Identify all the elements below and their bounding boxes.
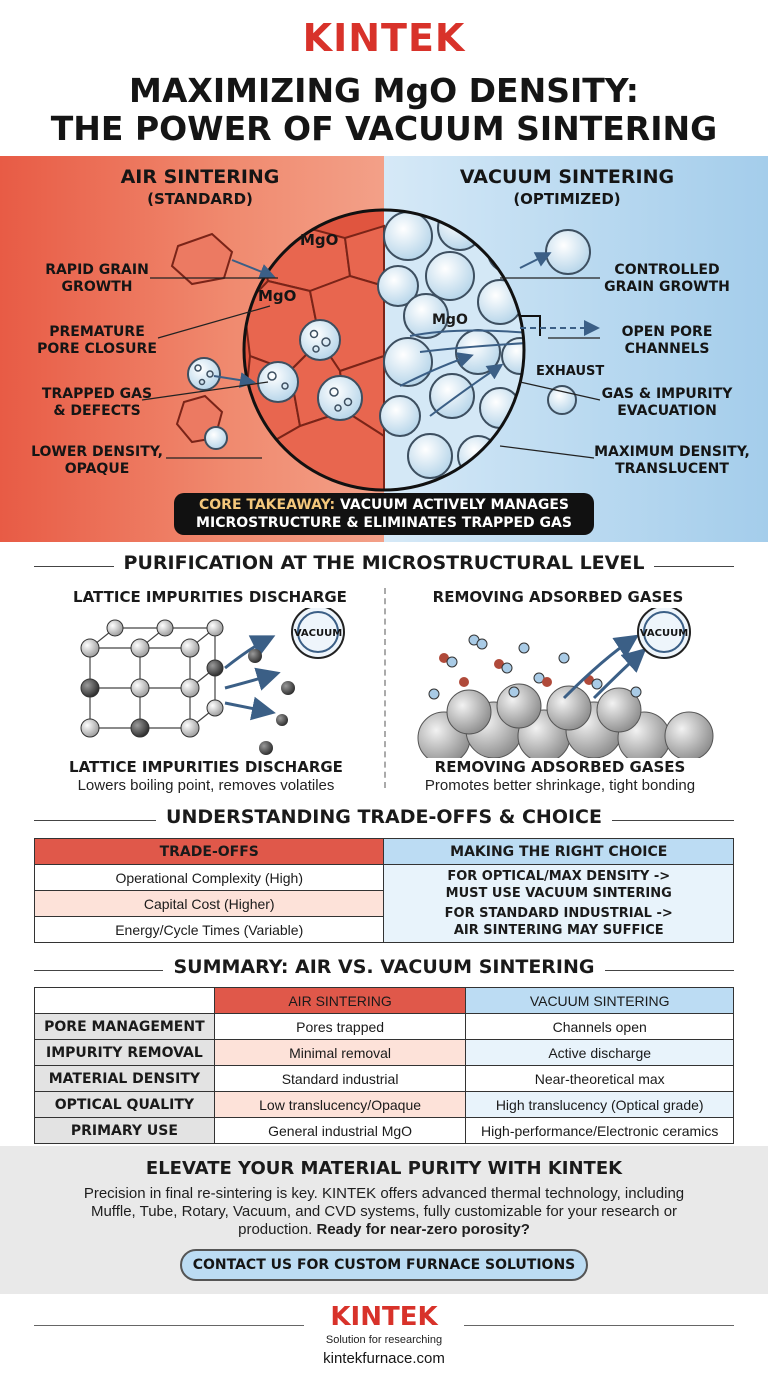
vacuum-cell: High translucency (Optical grade)	[465, 1091, 734, 1118]
tradeoffs-table: TRADE-OFFS MAKING THE RIGHT CHOICE Opera…	[33, 838, 734, 943]
core-takeaway-banner: CORE TAKEAWAY: VACUUM ACTIVELY MANAGES M…	[174, 493, 594, 535]
lattice-caption-title: LATTICE IMPURITIES DISCHARGE	[69, 758, 343, 776]
vacuum-cell: Near-theoretical max	[465, 1065, 734, 1092]
vacuum-cell: Active discharge	[465, 1039, 734, 1066]
summary-col-vacuum: VACUUM SINTERING	[465, 987, 734, 1014]
tradeoffs-header: TRADE-OFFS	[33, 838, 385, 865]
table-row: IMPURITY REMOVAL Minimal removal Active …	[34, 1039, 734, 1066]
vacuum-chamber-icon-left	[291, 608, 345, 659]
left-mgo-grain-label-1: MgO	[300, 231, 339, 249]
table-row: PORE MANAGEMENT Pores trapped Channels o…	[34, 1013, 734, 1040]
outside-pore-2	[204, 426, 228, 450]
footer-divider-right	[464, 1325, 734, 1326]
choice-guidance: FOR OPTICAL/MAX DENSITY -> MUST USE VACU…	[383, 864, 734, 943]
row-label: MATERIAL DENSITY	[34, 1065, 215, 1092]
vacuum-icon-label-left: VACUUM	[293, 628, 343, 639]
footer-divider-left	[34, 1325, 304, 1326]
label-trapped-gas-defects: TRAPPED GAS& DEFECTS	[41, 386, 153, 419]
lattice-caption: Lowers boiling point, removes volatiles	[77, 777, 335, 794]
lattice-impurities-title: LATTICE IMPURITIES DISCHARGE	[73, 588, 347, 606]
microstructure-illustration: MgO	[141, 208, 601, 492]
title-line-2: THE POWER OF VACUUM SINTERING	[50, 109, 718, 148]
section-divider	[384, 588, 386, 788]
left-mgo-grain-label-2: MgO	[258, 287, 297, 305]
brand-logo-top: KINTEK	[302, 16, 466, 60]
cta-body: Precision in final re-sintering is key. …	[83, 1185, 685, 1238]
table-row: MATERIAL DENSITY Standard industrial Nea…	[34, 1065, 734, 1092]
vacuum-chamber-icon-right	[637, 608, 691, 659]
adsorbed-caption: Promotes better shrinkage, tight bonding	[424, 777, 696, 794]
adsorbed-gases-illustration	[417, 608, 714, 758]
tradeoffs-section-header: UNDERSTANDING TRADE-OFFS & CHOICE	[0, 806, 768, 836]
contact-us-button[interactable]: CONTACT US FOR CUSTOM FURNACE SOLUTIONS	[180, 1249, 588, 1281]
lattice-illustration	[80, 608, 345, 755]
vacuum-sintering-title: VACUUM SINTERING (OPTIMIZED)	[459, 166, 675, 208]
right-choice-header: MAKING THE RIGHT CHOICE	[383, 838, 734, 865]
tradeoff-row-2: Capital Cost (Higher)	[33, 890, 385, 917]
vacuum-cell: High-performance/Electronic ceramics	[465, 1117, 734, 1144]
air-cell: General industrial MgO	[213, 1117, 467, 1144]
title-line-1: MAXIMIZING MgO DENSITY:	[129, 71, 639, 110]
trapped-pores	[257, 319, 363, 421]
footer-tagline: Solution for researching	[325, 1334, 443, 1346]
air-cell: Pores trapped	[213, 1013, 467, 1040]
footer-brand-logo: KINTEK	[330, 1302, 438, 1332]
table-row: OPTICAL QUALITY Low translucency/Opaque …	[34, 1091, 734, 1118]
page-title: MAXIMIZING MgO DENSITY: THE POWER OF VAC…	[0, 72, 768, 148]
table-row: PRIMARY USE General industrial MgO High-…	[34, 1117, 734, 1144]
vacuum-icon-label-right: VACUUM	[639, 628, 689, 639]
air-cell: Low translucency/Opaque	[213, 1091, 467, 1118]
air-cell: Standard industrial	[213, 1065, 467, 1092]
adsorbed-gases-title: REMOVING ADSORBED GASES	[432, 588, 684, 606]
row-label: OPTICAL QUALITY	[34, 1091, 215, 1118]
cta-title: ELEVATE YOUR MATERIAL PURITY WITH KINTEK	[145, 1158, 623, 1179]
sintering-comparison-hero: MgO	[0, 156, 768, 542]
row-label: PORE MANAGEMENT	[34, 1013, 215, 1040]
tradeoff-row-1: Operational Complexity (High)	[33, 864, 385, 891]
footer-website-link[interactable]: kintekfurnace.com	[323, 1350, 445, 1367]
outside-grain-2	[170, 232, 234, 286]
air-cell: Minimal removal	[213, 1039, 467, 1066]
outside-bubble-1	[545, 229, 591, 275]
outside-bubble-2	[547, 385, 577, 415]
row-label: IMPURITY REMOVAL	[34, 1039, 215, 1066]
label-maximum-density-translucent: MAXIMUM DENSITY,TRANSLUCENT	[594, 444, 750, 477]
summary-corner	[34, 987, 215, 1014]
summary-table: AIR SINTERING VACUUM SINTERING PORE MANA…	[34, 987, 734, 1144]
tradeoff-row-3: Energy/Cycle Times (Variable)	[33, 916, 385, 943]
row-label: PRIMARY USE	[34, 1117, 215, 1144]
exhaust-label: EXHAUST	[536, 364, 605, 379]
summary-section-header: SUMMARY: AIR VS. VACUUM SINTERING	[0, 956, 768, 986]
summary-col-air: AIR SINTERING	[213, 987, 467, 1014]
air-sintering-title: AIR SINTERING (STANDARD)	[120, 166, 280, 208]
label-lower-density-opaque: LOWER DENSITY,OPAQUE	[31, 444, 163, 477]
purification-section-header: PURIFICATION AT THE MICROSTRUCTURAL LEVE…	[0, 552, 768, 582]
outside-pore-1	[187, 357, 221, 391]
vacuum-cell: Channels open	[465, 1013, 734, 1040]
right-mgo-grain-label: MgO	[432, 312, 468, 328]
adsorbed-caption-title: REMOVING ADSORBED GASES	[434, 758, 686, 776]
